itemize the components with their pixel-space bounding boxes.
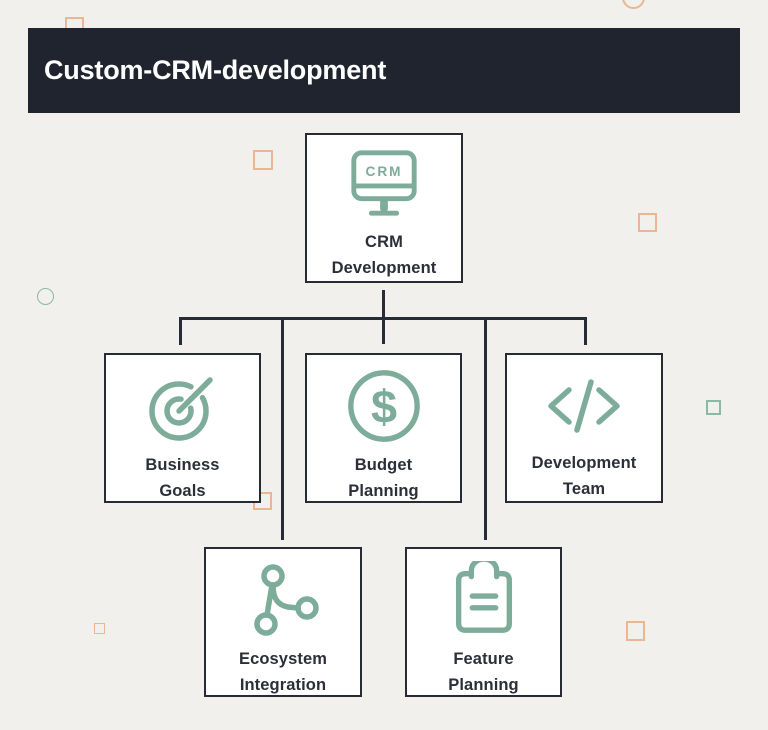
connector-ecosystem-drop [281,320,284,540]
connector-budget-stub [382,320,385,344]
page-title: Custom-CRM-development [44,55,387,85]
node-label: Ecosystem Integration [238,650,328,694]
header-banner: Custom-CRM-development [28,28,740,113]
connector-business-stub [179,320,182,345]
node-business-goals: Business Goals [104,353,261,503]
node-label: CRM Development [331,233,437,277]
connector-root-down [382,290,385,318]
node-label: Feature Planning [448,650,519,694]
node-label: Budget Planning [348,456,419,500]
deco-square-icon [94,623,105,634]
connector-feature-drop [484,320,487,540]
network-icon [243,561,323,639]
node-development-team: Development Team [505,353,663,503]
target-icon [143,367,223,445]
node-label: Development Team [531,454,637,498]
connector-devteam-stub [584,320,587,345]
deco-circle-icon [622,0,645,9]
node-label: Business Goals [145,456,220,500]
node-budget-planning: $ Budget Planning [305,353,462,503]
node-feature-planning: Feature Planning [405,547,562,697]
deco-square-icon [638,213,657,232]
code-icon [544,367,624,443]
deco-square-icon [706,400,721,415]
deco-circle-icon [37,288,54,305]
clipboard-icon [445,561,523,639]
dollar-circle-icon: $ [345,367,423,445]
dollar-glyph: $ [370,381,396,433]
deco-square-icon [626,621,645,641]
crm-screen-label: CRM [366,164,403,179]
node-crm-development: CRM CRM Development [305,133,463,283]
crm-monitor-icon: CRM [345,147,423,222]
connector-horizontal [179,317,587,320]
deco-square-icon [253,150,273,170]
node-ecosystem-integration: Ecosystem Integration [204,547,362,697]
